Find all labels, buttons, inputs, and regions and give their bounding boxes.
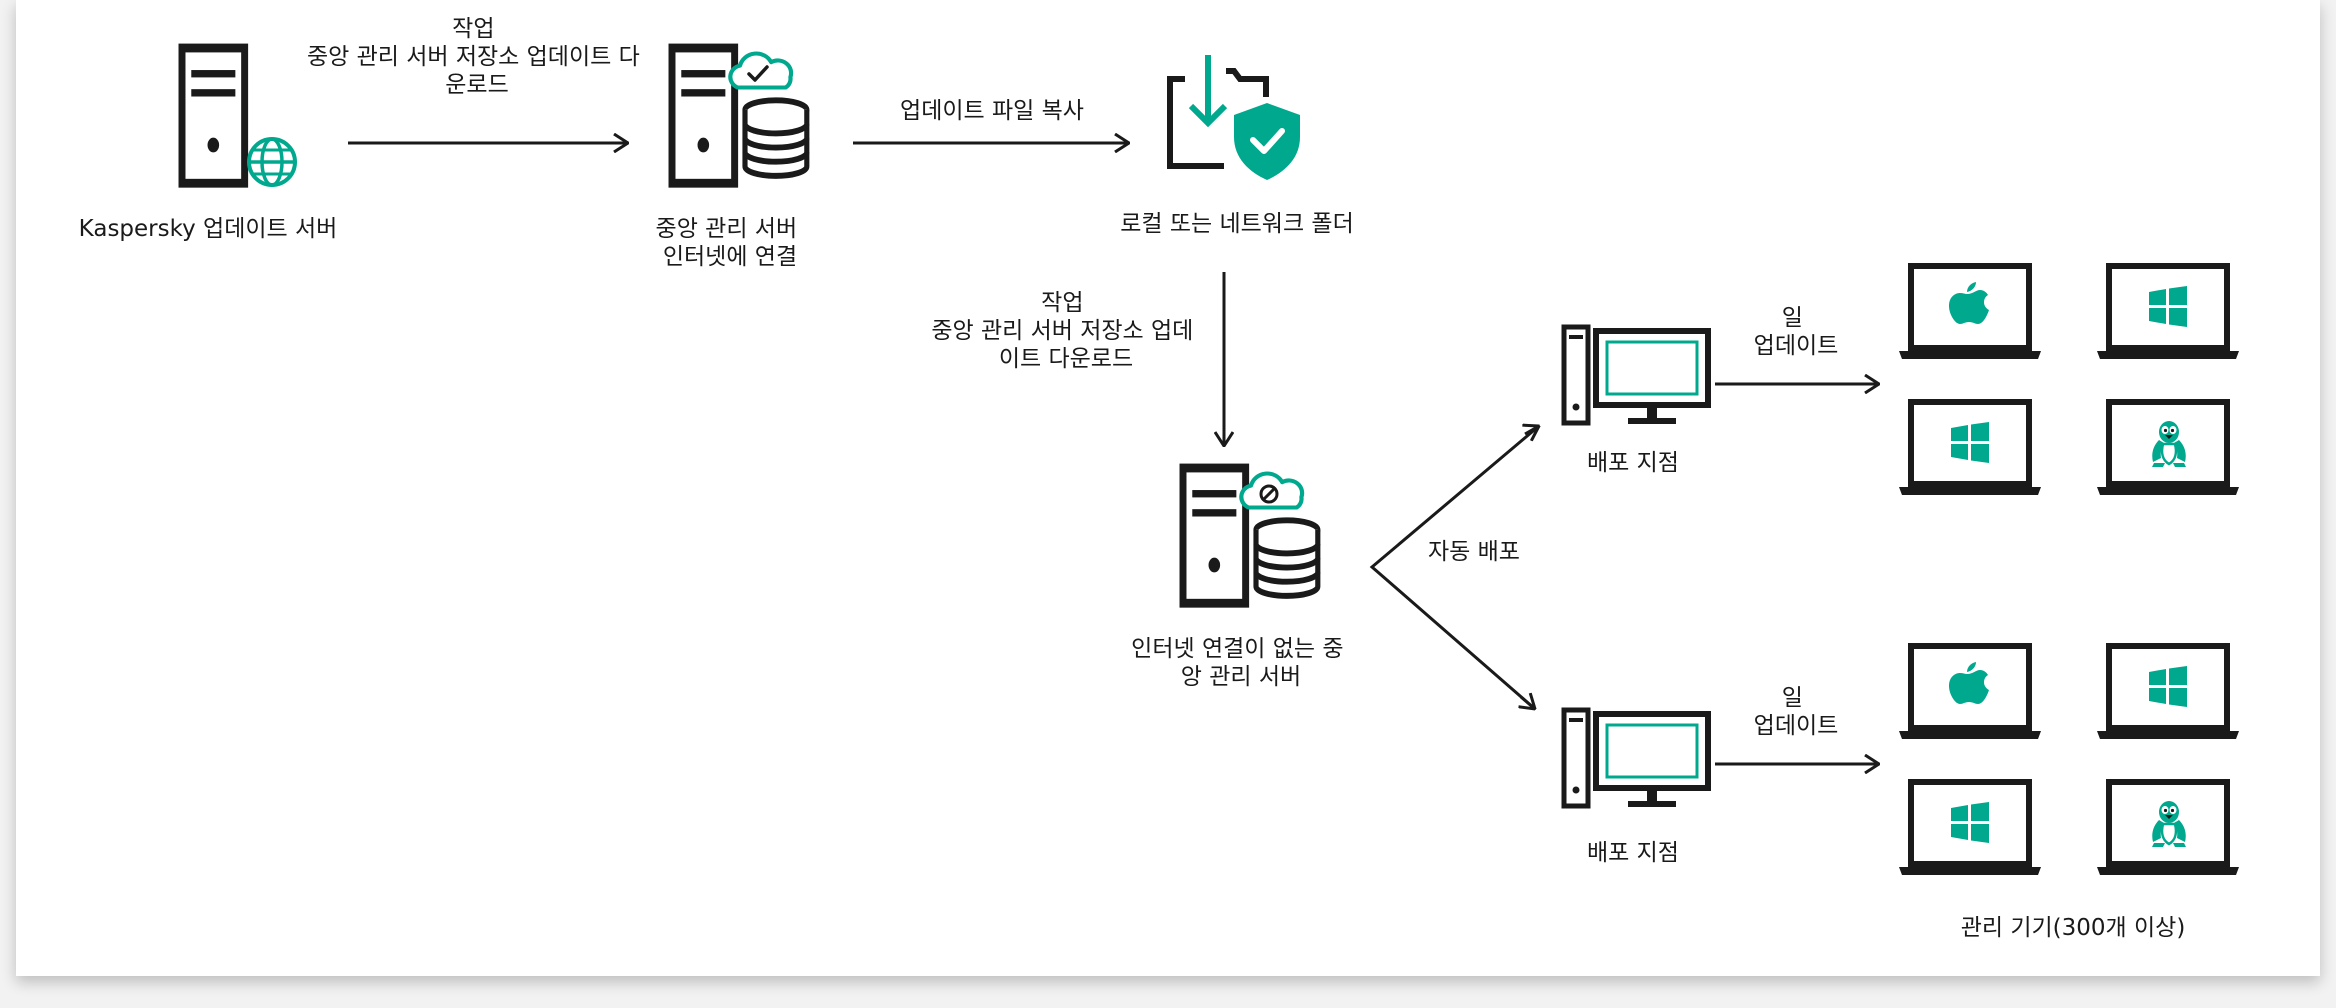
kaspersky-server-label: Kaspersky 업데이트 서버 (79, 216, 338, 242)
laptop-windows-icon (2097, 266, 2239, 359)
distribution-point-label: 배포 지점 (1587, 840, 1679, 866)
laptop-windows-icon (1899, 782, 2041, 875)
arrow-auto-deploy (1369, 424, 1540, 711)
desktop-computer-icon (1564, 710, 1708, 807)
managed-devices-label: 관리 기기(300개 이상) (1961, 915, 2186, 941)
arrow-head-auto-deploy-bottom (1521, 697, 1535, 709)
update-label: 일 업데이트 (1754, 305, 1839, 359)
desktop-computer-icon (1564, 327, 1708, 424)
laptop-windows-icon (1899, 402, 2041, 495)
laptop-linux-icon (2097, 782, 2239, 875)
server-globe-icon (182, 48, 297, 185)
laptop-apple-icon (1899, 266, 2041, 359)
diagram-card: Kaspersky 업데이트 서버 중앙 관리 서버 인터넷에 연결 로컬 또는… (16, 0, 2320, 976)
laptop-linux-icon (2097, 402, 2239, 495)
laptop-apple-icon (1899, 646, 2041, 739)
arrow-head-auto-deploy-top (1525, 426, 1539, 434)
folder-label: 로컬 또는 네트워크 폴더 (1120, 211, 1354, 237)
copy-files-label: 업데이트 파일 복사 (900, 98, 1084, 124)
update-label: 일 업데이트 (1754, 685, 1839, 739)
server-database-cloud-check-icon (672, 48, 807, 183)
deployment-diagram: Kaspersky 업데이트 서버 중앙 관리 서버 인터넷에 연결 로컬 또는… (79, 16, 2320, 941)
server-database-cloud-blocked-icon (1183, 468, 1318, 603)
distribution-point-label: 배포 지점 (1587, 450, 1679, 476)
download-task-label: 작업 중앙 관리 서버 저장소 업데이트 다 운로드 (307, 16, 647, 98)
laptop-windows-icon (2097, 646, 2239, 739)
offline-server-label: 인터넷 연결이 없는 중 앙 관리 서버 (1131, 636, 1351, 690)
auto-deploy-label: 자동 배포 (1428, 539, 1520, 565)
download-task-offline-label: 작업 중앙 관리 서버 저장소 업데 이트 다운로드 (931, 290, 1200, 372)
folder-download-shield-icon (1167, 55, 1300, 180)
admin-server-label: 중앙 관리 서버 인터넷에 연결 (656, 216, 805, 270)
